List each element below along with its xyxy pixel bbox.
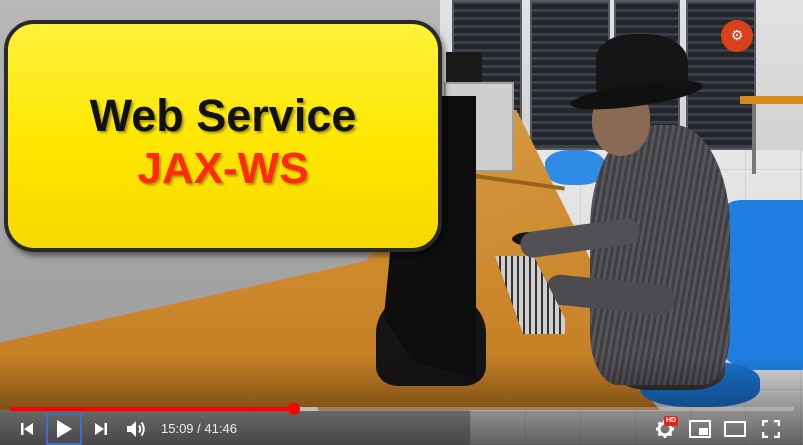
miniplayer-icon: [689, 420, 711, 438]
volume-icon: [127, 421, 145, 437]
next-icon: [95, 423, 107, 435]
title-card-heading: Web Service: [89, 90, 357, 141]
fullscreen-button[interactable]: [756, 414, 786, 444]
theater-mode-button[interactable]: [720, 414, 750, 444]
side-table-leg: [752, 104, 756, 174]
time-display: 15:09 / 41:46: [161, 421, 237, 436]
chair: [545, 150, 605, 185]
next-button[interactable]: [86, 414, 116, 444]
title-card-subheading: JAX-WS: [137, 144, 309, 193]
fullscreen-icon: [762, 420, 780, 438]
miniplayer-button[interactable]: [685, 414, 715, 444]
progress-played: [10, 407, 294, 411]
hd-badge: HD: [664, 416, 679, 426]
previous-icon: [21, 423, 33, 435]
player-controls: 15:09 / 41:46 HD: [0, 412, 803, 445]
mute-button[interactable]: [122, 414, 152, 444]
theater-mode-icon: [724, 421, 746, 437]
play-icon: [57, 420, 72, 438]
monitor-top: [446, 52, 482, 82]
person-body: [590, 125, 730, 385]
scrubber-handle[interactable]: [287, 403, 300, 415]
channel-watermark-icon[interactable]: ⚙: [721, 20, 753, 52]
duration: 41:46: [204, 421, 237, 436]
title-card: Web Service JAX-WS: [4, 20, 442, 252]
previous-button[interactable]: [12, 414, 42, 444]
time-separator: /: [193, 421, 205, 436]
side-table: [740, 96, 803, 104]
settings-button[interactable]: HD: [650, 414, 680, 444]
play-button[interactable]: [46, 413, 82, 445]
progress-bar[interactable]: [10, 403, 794, 415]
current-time: 15:09: [161, 421, 194, 436]
